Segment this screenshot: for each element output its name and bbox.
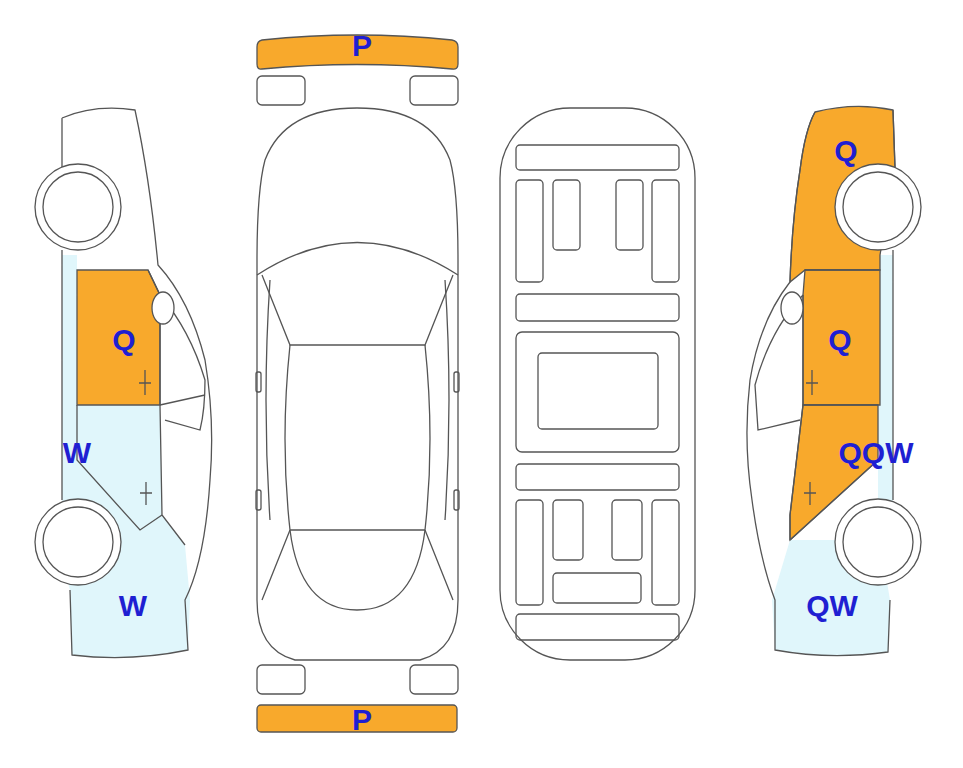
damage-code: Q [834, 136, 857, 166]
damage-code: W [119, 591, 147, 621]
damage-code: QQW [839, 438, 914, 468]
damage-code: W [63, 438, 91, 468]
damage-code: Q [112, 325, 135, 355]
damage-code: Q [828, 325, 851, 355]
damage-code: P [352, 31, 372, 61]
damage-code: QW [806, 591, 858, 621]
damage-code: P [352, 705, 372, 735]
